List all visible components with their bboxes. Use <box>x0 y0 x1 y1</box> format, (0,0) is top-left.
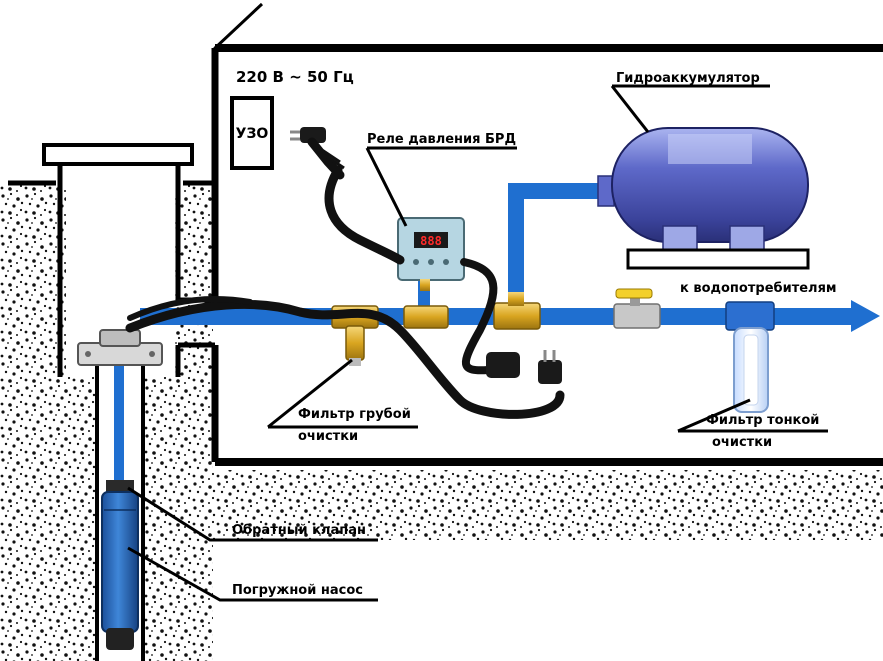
pressure-relay: 888 <box>397 217 465 291</box>
coarse-filter-label-line2: очистки <box>298 429 358 444</box>
plug-lower <box>486 350 562 384</box>
well-head-adapter <box>77 329 163 366</box>
rcd-label: УЗО <box>236 126 269 142</box>
pump-label: Погружной насос <box>232 583 363 598</box>
power-label: 220 В ~ 50 Гц <box>236 68 354 86</box>
brass-fittings <box>403 292 541 330</box>
power-cable <box>125 165 565 419</box>
coarse-filter-label-line1: Фильтр грубой <box>298 407 411 422</box>
well-head <box>42 143 194 377</box>
accumulator-tank <box>597 127 810 270</box>
fine-filter-label-line2: очистки <box>712 435 772 450</box>
ball-valve <box>613 288 661 329</box>
pressure-relay-label: Реле давления БРД <box>367 132 516 147</box>
fine-filter-label-line1: Фильтр тонкой <box>706 413 819 428</box>
building-room <box>178 2 883 466</box>
rcd-box <box>230 96 274 170</box>
plug-upper <box>290 127 345 180</box>
leader-lines <box>127 84 828 602</box>
submersible-pump <box>101 365 139 650</box>
relay-display-text: 888 <box>420 234 442 248</box>
accumulator-label: Гидроаккумулятор <box>616 71 760 86</box>
to-consumers-label: к водопотребителям <box>680 281 837 296</box>
check-valve-label: Обратный клапан <box>232 523 366 538</box>
fine-filter <box>725 301 775 413</box>
